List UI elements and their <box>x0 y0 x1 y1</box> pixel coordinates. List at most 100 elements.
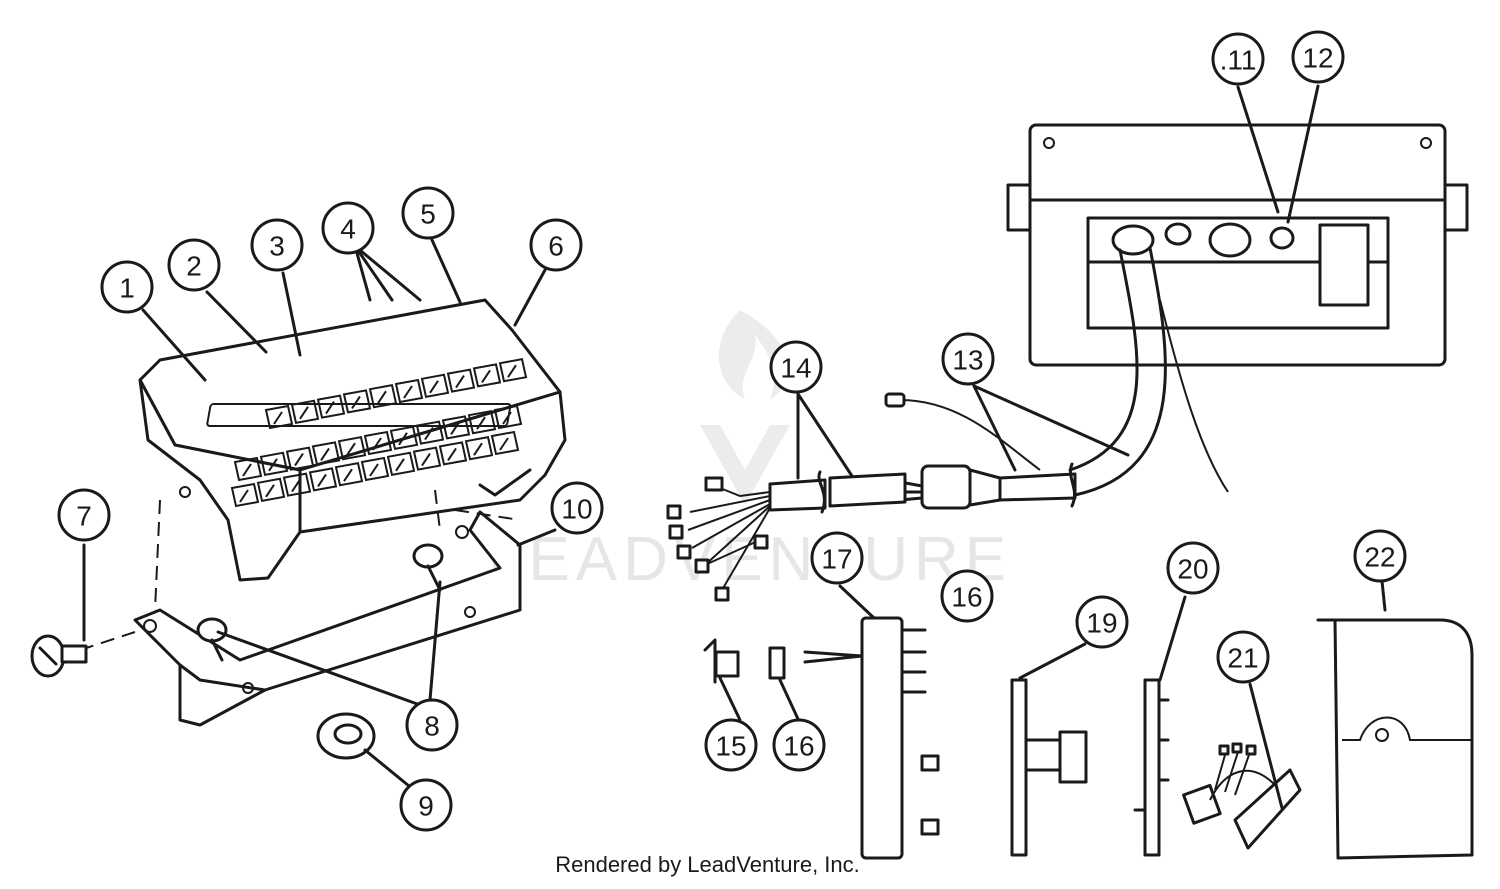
keypad-key <box>337 436 367 461</box>
callout-number: 16 <box>783 731 814 762</box>
callout-number: 15 <box>715 731 746 762</box>
keypad-key <box>290 399 320 424</box>
callout-3: 3 <box>250 218 304 272</box>
callout-circle <box>167 238 221 292</box>
screw-lower <box>196 617 228 662</box>
callout-circle <box>1075 595 1129 649</box>
callout-circle <box>1211 32 1265 86</box>
keypad-key <box>368 384 398 409</box>
wire-harness <box>666 246 1229 602</box>
switch-body <box>803 616 927 860</box>
callout-7: 7 <box>57 488 111 542</box>
callout-21: 21 <box>1216 630 1270 684</box>
keypad-key <box>412 446 442 471</box>
keypad-key <box>230 482 260 508</box>
keypad-key <box>233 456 263 482</box>
callout-number: 12 <box>1302 43 1333 74</box>
callout-circle <box>810 531 864 585</box>
callout-circle <box>940 569 994 623</box>
callout-12: 12 <box>1291 30 1345 84</box>
keypad-key <box>334 462 364 487</box>
footer-credit: Rendered by LeadVenture, Inc. <box>555 852 860 877</box>
callout-circle <box>1353 529 1407 583</box>
callout-8: 8 <box>405 698 459 752</box>
callout-circle <box>401 186 455 240</box>
keypad-key <box>259 451 289 476</box>
keypad-key <box>363 430 393 456</box>
keypad-key <box>438 441 468 466</box>
callout-2: 2 <box>167 238 221 292</box>
callout-1: 1 <box>100 260 154 314</box>
control-box <box>1006 123 1469 367</box>
callout-circle <box>321 201 375 255</box>
keypad-key <box>342 389 372 414</box>
callout-number: 1 <box>119 273 135 304</box>
keypad-key <box>282 472 312 497</box>
callout-19: 19 <box>1075 595 1129 649</box>
keypad-key <box>394 378 424 404</box>
rear-cover <box>1316 618 1474 860</box>
callout-number: 13 <box>952 345 983 376</box>
keypad-key <box>316 394 346 419</box>
keypad-key <box>389 425 419 450</box>
callout-number: 5 <box>420 199 436 230</box>
callout-6: 6 <box>529 218 583 272</box>
callout-circle <box>769 340 823 394</box>
grommet <box>316 712 376 760</box>
callout-16a: 16 <box>772 718 826 772</box>
callout-9: 9 <box>399 778 453 832</box>
callout-11: .11 <box>1211 32 1265 86</box>
callout-circle <box>1216 630 1270 684</box>
callout-number: 22 <box>1364 542 1395 573</box>
keypad-console <box>138 298 567 582</box>
keypad-key <box>490 430 520 456</box>
callout-16b: 16 <box>940 569 994 623</box>
callout-circle <box>399 778 453 832</box>
cable-connector-knob <box>1111 224 1155 256</box>
circuit-board-b <box>1133 678 1170 857</box>
switch-pin <box>703 638 740 684</box>
keypad-key <box>467 410 497 435</box>
callout-number: 3 <box>269 231 285 262</box>
callout-circle <box>550 481 604 535</box>
callout-5: 5 <box>401 186 455 240</box>
callout-number: 7 <box>76 501 92 532</box>
keypad-key <box>308 467 338 492</box>
callout-circle <box>529 218 583 272</box>
keypad-key <box>446 368 476 393</box>
callout-circle <box>1291 30 1345 84</box>
callout-10: 10 <box>550 481 604 535</box>
watermark-text: LEADVENTURE <box>488 525 1012 594</box>
keypad-key <box>420 373 450 398</box>
keypad-key <box>464 436 494 461</box>
keypad-key <box>360 456 390 482</box>
keypad-key <box>441 415 471 440</box>
callout-circle <box>941 332 995 386</box>
callout-15: 15 <box>704 718 758 772</box>
switch-insert <box>768 646 786 680</box>
callout-number: 17 <box>821 544 852 575</box>
callout-circle <box>405 698 459 752</box>
callout-number: 6 <box>548 231 564 262</box>
indicator-lamp <box>1269 226 1295 250</box>
callout-number: 4 <box>340 214 356 245</box>
keypad-key <box>256 477 286 502</box>
callout-13: 13 <box>941 332 995 386</box>
callout-number: 9 <box>418 791 434 822</box>
keypad-key <box>386 451 416 476</box>
callout-20: 20 <box>1166 541 1220 595</box>
keypad-key <box>498 358 528 383</box>
keypad-key <box>264 404 294 430</box>
callout-number: 14 <box>780 353 811 384</box>
keypad-key <box>472 363 502 388</box>
callout-number: 8 <box>424 711 440 742</box>
callout-4: 4 <box>321 201 375 255</box>
callout-circle <box>100 260 154 314</box>
callout-circle <box>1166 541 1220 595</box>
callout-17: 17 <box>810 531 864 585</box>
small-insert <box>920 754 940 836</box>
keypad-key <box>493 404 523 430</box>
callout-number: .11 <box>1220 45 1257 76</box>
